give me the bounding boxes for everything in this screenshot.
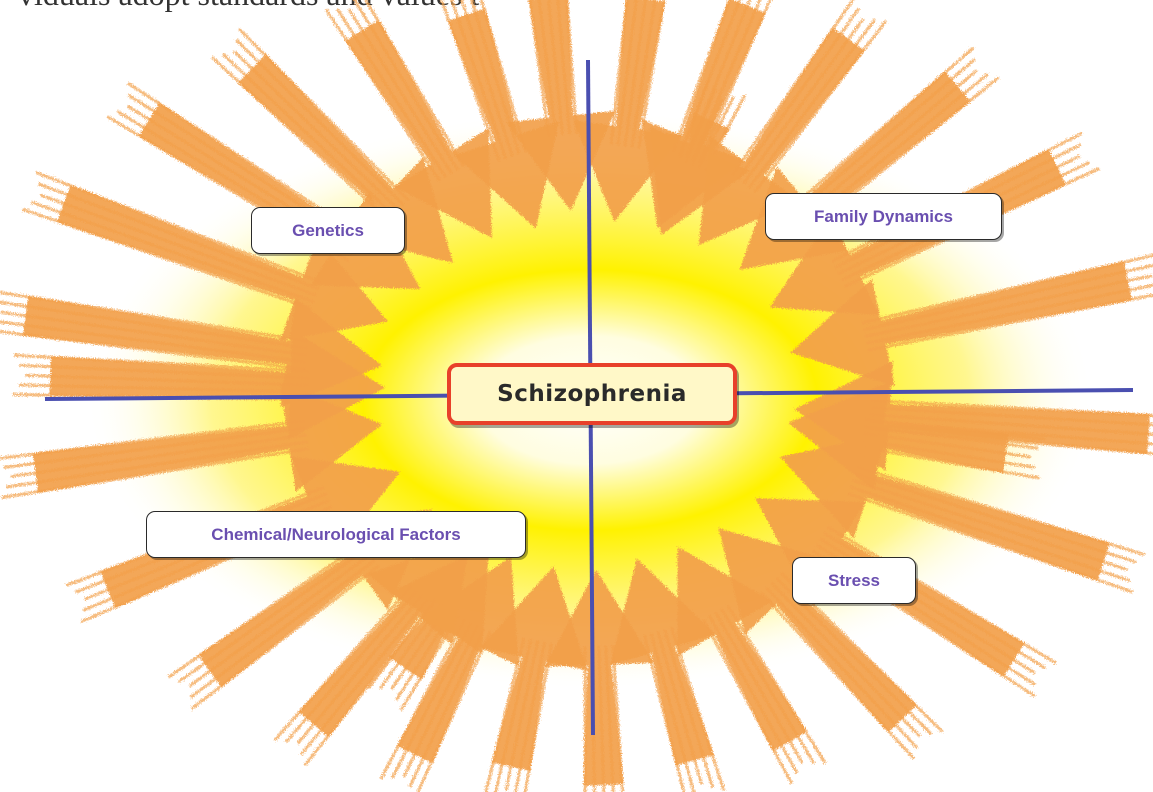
center-schizophrenia-box: Schizophrenia xyxy=(447,363,737,425)
factor-family-dynamics: Family Dynamics xyxy=(765,193,1002,240)
factor-genetics: Genetics xyxy=(251,207,405,254)
factor-stress: Stress xyxy=(792,557,916,604)
factor-chemical-neurological: Chemical/Neurological Factors xyxy=(146,511,526,558)
